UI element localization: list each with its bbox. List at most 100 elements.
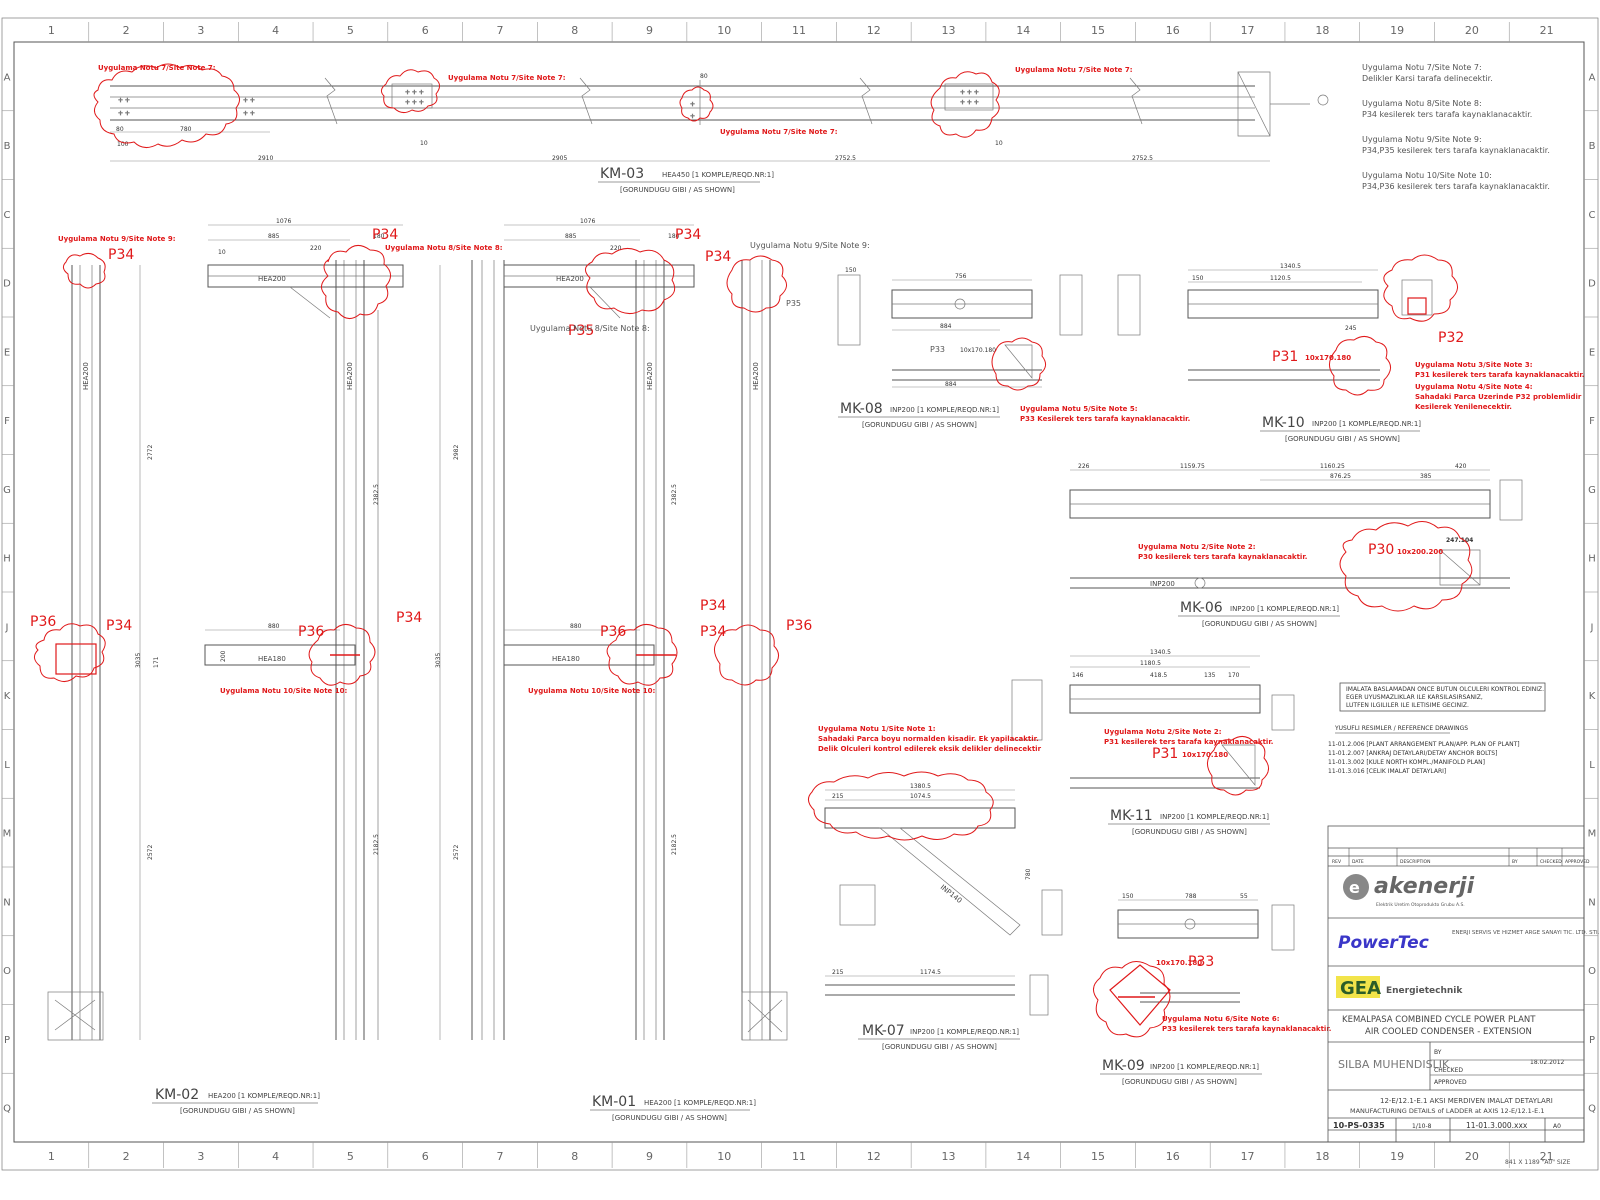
mk11-shown: [GORUNDUGU GIBI / AS SHOWN]: [1132, 828, 1247, 836]
grid-row-label: O: [3, 966, 11, 977]
mark-p36-d: P36: [786, 618, 812, 634]
km01-mid-profile: HEA180: [552, 655, 580, 663]
km02-dim-2382: 2382.5: [373, 484, 380, 505]
revision-code: A0: [1553, 1123, 1561, 1130]
tb-approved: APPROVED: [1434, 1079, 1467, 1086]
site-note-9-text: P34,P35 kesilerek ters tarafa kaynaklana…: [1362, 146, 1550, 155]
grid-col-label: 3: [197, 24, 204, 37]
mk10-view: 1340.5 1120.5 150 245: [1187, 263, 1433, 381]
svg-text:+: +: [690, 101, 695, 108]
svg-text:+: +: [690, 113, 695, 120]
km02-dim-200: 200: [220, 650, 227, 662]
ref-2: 11-01.2.007 [ANKRAJ DETAYLARI/DETAY ANCH…: [1328, 750, 1497, 757]
grid-col-label: 8: [571, 24, 578, 37]
mark-p35-b: P35: [786, 299, 801, 308]
km01-dim-2972: 2982: [453, 445, 460, 460]
grid-row-label: Q: [3, 1104, 11, 1115]
grid-row-label: A: [4, 72, 11, 83]
grid-row-label: F: [4, 416, 10, 427]
km01-spec: HEA200 [1 KOMPLE/REQD.NR:1]: [644, 1099, 756, 1107]
grid-row-label: F: [1589, 416, 1595, 427]
revision-cloud: [1339, 521, 1473, 612]
mk06-profile: INP200: [1150, 580, 1175, 588]
grid-col-label: 15: [1091, 24, 1105, 37]
stamp-line1: IMALATA BASLAMADAN ONCE BUTUN OLCULERI K…: [1346, 686, 1544, 693]
revision-cloud: [930, 71, 1000, 138]
mk11-view: 1340.5 1180.5 146 418.5 135 170: [1011, 649, 1295, 789]
mark-p34-d: P34: [396, 610, 422, 626]
km02-top-profile: HEA200: [258, 275, 286, 283]
km01-top-profile: HEA200: [556, 275, 584, 283]
revision-cloud: [585, 248, 676, 314]
contractor-text: ENERJI SERVIS VE HIZMET ARGE SANAYI TIC.…: [1452, 930, 1600, 936]
km03-title: KM-03: [600, 166, 644, 182]
km01-frame-view: HEA200 HEA200 HEA180 1076 885 180 220 29…: [435, 218, 695, 1040]
grid-col-label: 13: [942, 1150, 956, 1163]
grid-col-label: 17: [1241, 24, 1255, 37]
revision-cloud: [991, 337, 1046, 391]
grid-row-label: E: [4, 347, 10, 358]
stamp-line2: EGER UYUSMAZLIKLAR ILE KARSILASIRSANIZ,: [1346, 694, 1483, 701]
drawing-number: 11-01.3.000.xxx: [1466, 1121, 1528, 1130]
revision-cloud: [321, 245, 391, 319]
grid-col-label: 2: [123, 1150, 130, 1163]
p33-plate-b: 10x170.180: [1156, 959, 1202, 967]
site-note-10-title: Uygulama Notu 10/Site Note 10:: [1362, 171, 1492, 180]
red-note-9-km02: Uygulama Notu 9/Site Note 9:: [58, 235, 176, 243]
revision-cloud: [1207, 736, 1269, 796]
mk08-dim-150: 150: [845, 267, 857, 274]
mk07-dim-215b: 215: [832, 969, 844, 976]
p30-dim: 247.104: [1446, 537, 1473, 544]
grid-col-label: 1: [48, 24, 55, 37]
red-note-6-text: P33 kesilerek ters tarafa kaynaklanacakt…: [1162, 1025, 1331, 1033]
km02-shown: [GORUNDUGU GIBI / AS SHOWN]: [180, 1107, 295, 1115]
mk10-dim-245: 245: [1345, 325, 1357, 332]
site-notes-block: Uygulama Notu 7/Site Note 7: Delikler Ka…: [1362, 63, 1550, 191]
mark-p33-b: P33: [1188, 954, 1214, 970]
check-stamp: IMALATA BASLAMADAN ONCE BUTUN OLCULERI K…: [1339, 682, 1546, 712]
red-note-1-text2: Delik Olculeri kontrol edilerek eksik de…: [818, 745, 1042, 753]
grid-col-label: 6: [422, 24, 429, 37]
mk11-spec: INP200 [1 KOMPLE/REQD.NR:1]: [1160, 813, 1269, 821]
km02-dim-3035: 3035: [135, 653, 142, 668]
mark-p34-f: P34: [700, 598, 726, 614]
grid-row-label: M: [3, 829, 12, 840]
red-note-2b-text: P31 kesilerek ters tarafa kaynaklanacakt…: [1104, 738, 1273, 746]
km03-dim-c: 2752.5: [835, 155, 856, 162]
km03-dim-b: 2905: [552, 155, 567, 162]
km02-dim-1076: 1076: [276, 218, 291, 225]
mk08-dim-884: 884: [940, 323, 952, 330]
mk10-title: MK-10: [1262, 415, 1305, 431]
grid-col-label: 10: [717, 24, 731, 37]
project-line2: AIR COOLED CONDENSER - EXTENSION: [1365, 1027, 1532, 1037]
revision-cloud: [1383, 254, 1458, 322]
grid-row-label: D: [1588, 279, 1596, 290]
mark-p34-h: P34: [705, 249, 731, 265]
grid-col-label: 9: [646, 24, 653, 37]
grid-row-label: L: [4, 760, 10, 771]
red-note-4-text2: Kesilerek Yenilenecektir.: [1415, 403, 1512, 411]
km03-dim-80-top: 80: [700, 73, 708, 80]
company-sub: Elektrik Uretim Otoprodukto Grubu A.S.: [1376, 902, 1465, 908]
outer-border: [1, 17, 1599, 1171]
mk06-shown: [GORUNDUGU GIBI / AS SHOWN]: [1202, 620, 1317, 628]
mk09-shown: [GORUNDUGU GIBI / AS SHOWN]: [1122, 1078, 1237, 1086]
km01-dim-880: 880: [570, 623, 582, 630]
reference-drawings: YUSUFLI RESIMLER / REFERENCE DRAWINGS 11…: [1328, 725, 1520, 775]
revision-cloud: [34, 623, 106, 682]
km02-dim-171: 171: [153, 656, 160, 668]
grid-row-label: E: [1589, 347, 1595, 358]
svg-text:+ + +: + + +: [960, 89, 979, 96]
km02-dim-2772: 2772: [147, 445, 154, 460]
grid-col-label: 19: [1390, 1150, 1404, 1163]
grid-row-label: M: [1588, 829, 1597, 840]
sheet-size: 841 X 1189 "A0" SIZE: [1505, 1159, 1571, 1166]
mk07-shown: [GORUNDUGU GIBI / AS SHOWN]: [882, 1043, 997, 1051]
grid-col-label: 12: [867, 24, 881, 37]
mk08-spec: INP200 [1 KOMPLE/REQD.NR:1]: [890, 406, 999, 414]
km01-dim-1076: 1076: [580, 218, 595, 225]
km03-dim-780: 780: [180, 126, 192, 133]
km02-dim-885: 885: [268, 233, 280, 240]
gea-logo: GEA: [1340, 978, 1381, 999]
